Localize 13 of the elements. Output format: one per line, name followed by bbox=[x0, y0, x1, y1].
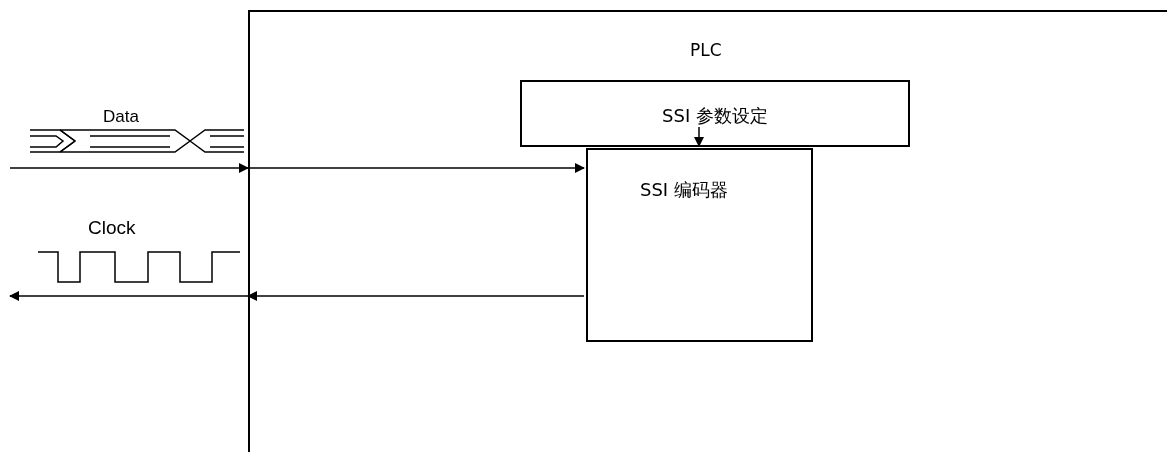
system-panel bbox=[248, 10, 1167, 452]
box-label: SSI 参数设定 bbox=[661, 104, 769, 128]
box-label: SSI 编码器 bbox=[640, 178, 728, 202]
signal-label: Clock bbox=[88, 216, 136, 240]
arrow bbox=[247, 291, 585, 301]
arrow bbox=[9, 163, 249, 173]
panel-title: PLC bbox=[690, 39, 722, 62]
function-box bbox=[520, 80, 910, 147]
signal-label: Data bbox=[103, 106, 139, 128]
function-box bbox=[586, 148, 813, 342]
arrow bbox=[694, 126, 704, 147]
arrow bbox=[9, 291, 249, 301]
arrow bbox=[247, 163, 585, 173]
